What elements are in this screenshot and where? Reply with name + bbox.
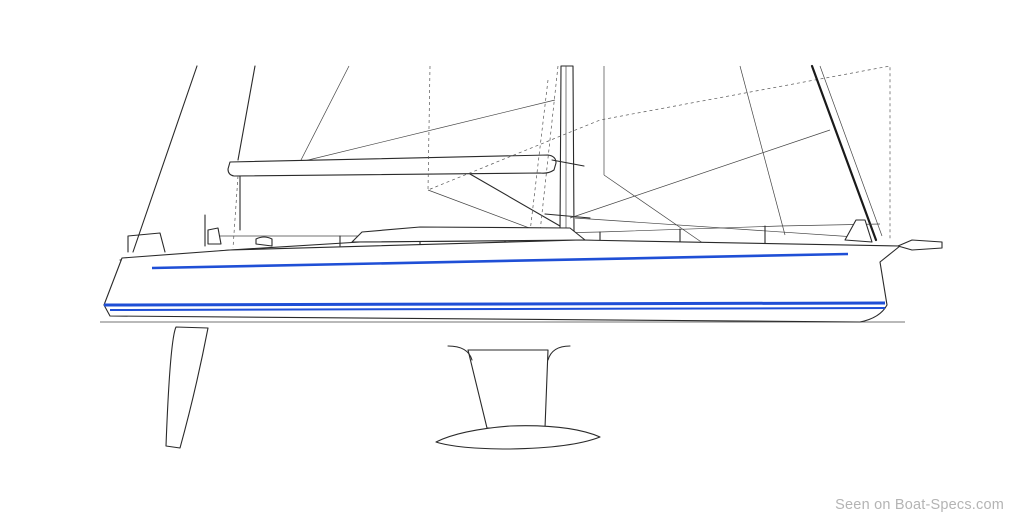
rudder xyxy=(165,326,209,449)
spreader xyxy=(551,159,585,167)
boot-stripe-lower xyxy=(109,307,886,311)
helmsman-seat xyxy=(207,227,222,245)
boom xyxy=(227,154,557,177)
keel-fin-fairing xyxy=(447,345,571,361)
backstay xyxy=(132,65,198,253)
backstay-bridle xyxy=(237,65,256,161)
mast xyxy=(559,65,575,233)
keel-bulb xyxy=(435,425,601,450)
watermark-text: Seen on Boat-Specs.com xyxy=(835,497,1004,513)
spinnaker-outline xyxy=(427,65,891,240)
stern-pulpit xyxy=(127,232,166,253)
lower-spreader xyxy=(544,213,591,219)
bow-pulpit xyxy=(844,219,873,243)
jib-leech xyxy=(739,65,786,236)
sheer-stripe xyxy=(151,252,849,270)
boot-stripe-upper xyxy=(103,301,886,307)
keel-fin xyxy=(467,349,549,429)
shroud-dashed-a xyxy=(539,65,559,233)
coachroof xyxy=(351,226,586,243)
boom-vang xyxy=(469,173,561,227)
topping-lift xyxy=(232,175,239,249)
forestay xyxy=(810,64,878,242)
winch xyxy=(255,236,273,247)
sheet-line-b xyxy=(569,129,831,219)
forestay-inner xyxy=(819,65,883,237)
mainsail-leech-line xyxy=(299,65,350,163)
mainsheet-line xyxy=(299,99,556,163)
hull xyxy=(103,239,901,323)
shroud-dashed-b xyxy=(529,79,549,233)
sheet-line-c xyxy=(603,174,711,249)
bow-fitting xyxy=(897,239,943,251)
sheet-line-a xyxy=(427,189,541,233)
